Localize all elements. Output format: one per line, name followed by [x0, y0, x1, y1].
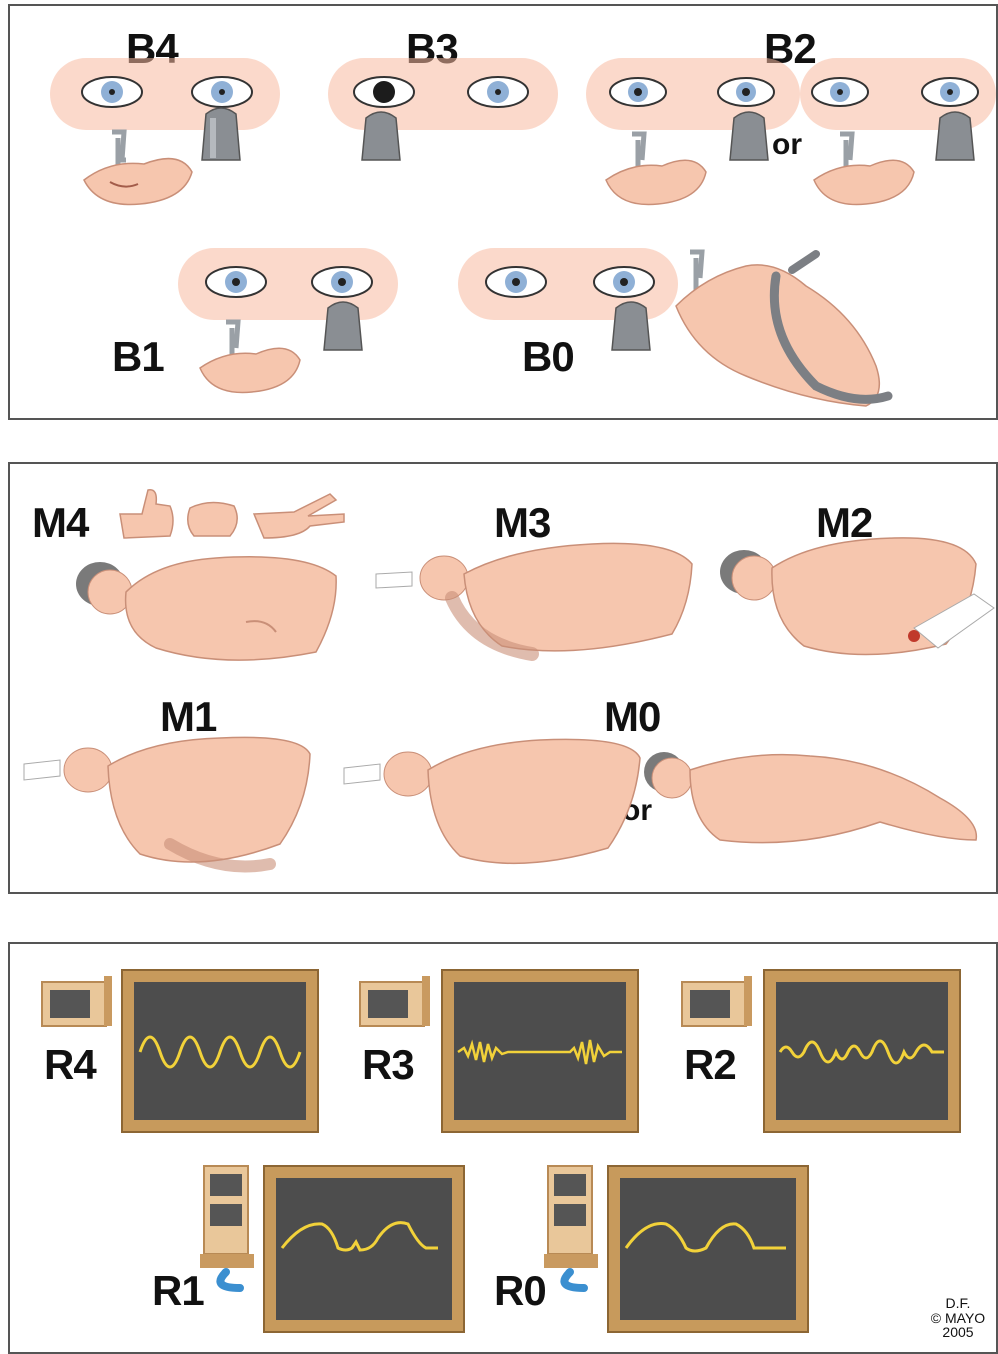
label-r3: R3: [362, 1044, 414, 1086]
label-r0: R0: [494, 1270, 546, 1312]
credit-line3: 2005: [928, 1325, 988, 1340]
label-r2: R2: [684, 1044, 736, 1086]
eye-icon: [354, 77, 414, 107]
eye-icon: [610, 78, 666, 106]
eye-icon: [312, 267, 372, 297]
ventilator-icon: [678, 972, 758, 1032]
mouth-icon: [200, 348, 300, 392]
credit-line1: D.F.: [928, 1296, 988, 1311]
monitor-r1: [262, 1164, 466, 1334]
eye-icon: [486, 267, 546, 297]
eye-icon: [206, 267, 266, 297]
swab-mouth-b2-left: [602, 132, 712, 216]
label-m4: M4: [32, 502, 88, 544]
brainstem-panel: B4 B3 B2 B1 B0 or: [8, 4, 998, 420]
motor-panel: M4 M3 M2 M1 M0 or: [8, 462, 998, 894]
patient-figure-m2: [714, 528, 998, 678]
or-text-b2: or: [772, 130, 802, 160]
hand-gesture-icon: [114, 484, 350, 548]
swab-mouth-b2-right: [810, 132, 920, 216]
patient-figure-m0-b: [640, 740, 990, 870]
eye-icon: [718, 78, 774, 106]
monitor-r0: [606, 1164, 810, 1334]
eye-icon: [468, 77, 528, 107]
light-probe-icon: [610, 296, 652, 352]
ventilator-icon: [196, 1162, 262, 1292]
respiration-panel: R4 R3 R2 R1 R0: [8, 942, 998, 1354]
patient-figure-m4: [66, 552, 346, 672]
monitor-r4: [120, 968, 320, 1134]
mouth-icon: [606, 160, 706, 204]
label-r4: R4: [44, 1044, 96, 1086]
patient-figure-m0-a: [340, 728, 650, 878]
patient-figure-m1: [20, 724, 320, 884]
light-probe-icon: [200, 102, 242, 162]
swab-mouth-b4: [80, 130, 200, 216]
swab-mouth-b1: [196, 320, 306, 404]
mouth-icon: [84, 159, 192, 205]
mouth-icon: [814, 160, 914, 204]
eye-icon: [922, 78, 978, 106]
light-probe-icon: [360, 106, 402, 162]
label-b0: B0: [522, 336, 574, 378]
intubated-head-b0: [666, 246, 906, 411]
monitor-r2: [762, 968, 962, 1134]
ventilator-icon: [540, 1162, 606, 1292]
credit: D.F. © MAYO 2005: [928, 1296, 988, 1340]
label-b1: B1: [112, 336, 164, 378]
patient-figure-m3: [372, 534, 702, 664]
light-probe-icon: [934, 106, 976, 162]
eyes-b4: [50, 54, 280, 134]
light-probe-icon: [322, 296, 364, 352]
eyes-b1: [178, 244, 398, 324]
ventilator-icon: [356, 972, 436, 1032]
ventilator-icon: [38, 972, 118, 1032]
eye-icon: [594, 267, 654, 297]
light-probe-icon: [728, 106, 770, 162]
credit-line2: © MAYO: [928, 1311, 988, 1326]
eye-icon: [812, 78, 868, 106]
monitor-r3: [440, 968, 640, 1134]
eye-icon: [82, 77, 142, 107]
